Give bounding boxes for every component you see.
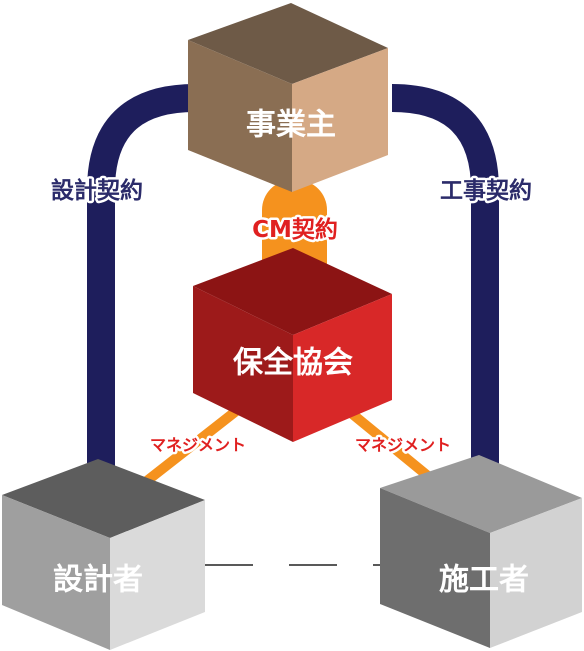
cm-contract-label: CM契約: [252, 216, 338, 243]
contractor-label: 施工者: [439, 563, 529, 598]
contractor-box: 施工者: [380, 455, 582, 648]
management-label-right: マネジメント: [355, 436, 451, 455]
management-label-left: マネジメント: [150, 436, 246, 455]
owner-box-right-face: [292, 48, 388, 192]
designer-box-top-face: [2, 459, 205, 538]
designer-box-right-face: [110, 500, 205, 650]
association-box-right-face: [293, 294, 392, 442]
design-contract-label: 設計契約: [51, 177, 143, 204]
contractor-box-left-face: [380, 488, 490, 648]
association-box-left-face: [193, 286, 293, 442]
designer-box-left-face: [2, 495, 110, 650]
owner-label: 事業主: [246, 108, 336, 143]
owner-box: 事業主: [188, 3, 388, 192]
construction-contract-label: 工事契約: [440, 177, 532, 204]
association-box: 保全協会: [193, 248, 392, 442]
design-contract-line: [87, 84, 196, 510]
contractor-box-right-face: [490, 498, 582, 648]
association-label: 保全協会: [233, 346, 353, 381]
owner-box-left-face: [188, 40, 292, 192]
designer-box: 設計者: [2, 459, 205, 650]
contractor-box-top-face: [380, 455, 582, 533]
designer-label: 設計者: [53, 563, 143, 598]
association-box-top-face: [193, 248, 392, 335]
construction-contract-line: [391, 84, 499, 505]
owner-box-top-face: [188, 3, 388, 84]
